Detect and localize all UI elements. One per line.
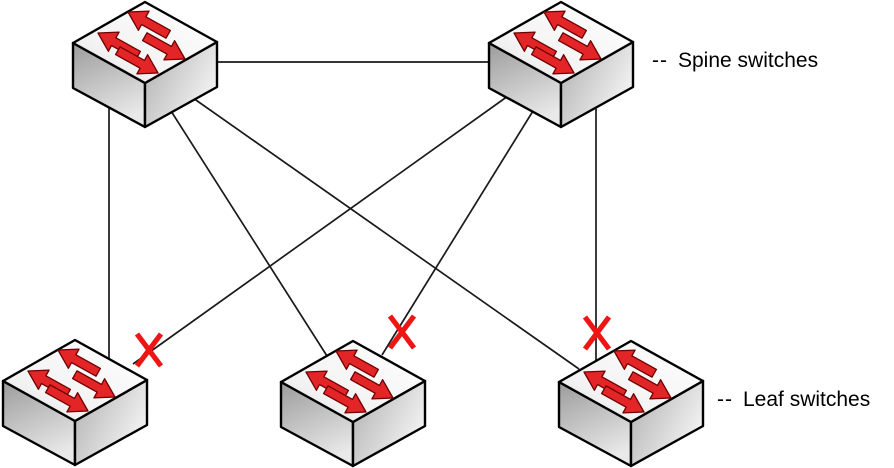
leaf-switch-2 xyxy=(279,339,427,468)
switches-layer xyxy=(1,0,705,468)
leaf-label-text: Leaf switches xyxy=(743,388,871,411)
leaf-switches-label: -- Leaf switches xyxy=(717,387,870,413)
link-spine1-leaf2 xyxy=(170,110,328,357)
failure-x-spine2-leaf3 xyxy=(582,315,612,351)
spine-label-dash: -- xyxy=(652,49,668,72)
spine-switches-label: -- Spine switches xyxy=(652,48,818,74)
leaf-switch-3 xyxy=(557,339,705,468)
spine-switch-1 xyxy=(71,0,219,129)
leaf-label-dash: -- xyxy=(717,388,733,411)
links-layer xyxy=(108,61,597,370)
link-spine2-leaf1 xyxy=(132,95,509,365)
link-spine1-leaf3 xyxy=(192,97,580,370)
failure-x-spine2-leaf1-stroke-2 xyxy=(134,332,164,368)
spine-label-text: Spine switches xyxy=(678,49,819,72)
spine-switch-2 xyxy=(487,0,635,129)
link-spine2-leaf2 xyxy=(381,110,534,356)
failure-marks-layer xyxy=(134,314,612,368)
failure-x-spine2-leaf2-stroke-2 xyxy=(387,314,417,350)
leaf-switch-1 xyxy=(1,338,149,467)
failure-x-spine2-leaf1 xyxy=(134,332,164,368)
failure-x-spine2-leaf2 xyxy=(387,314,417,350)
failure-x-spine2-leaf3-stroke-2 xyxy=(582,315,612,351)
